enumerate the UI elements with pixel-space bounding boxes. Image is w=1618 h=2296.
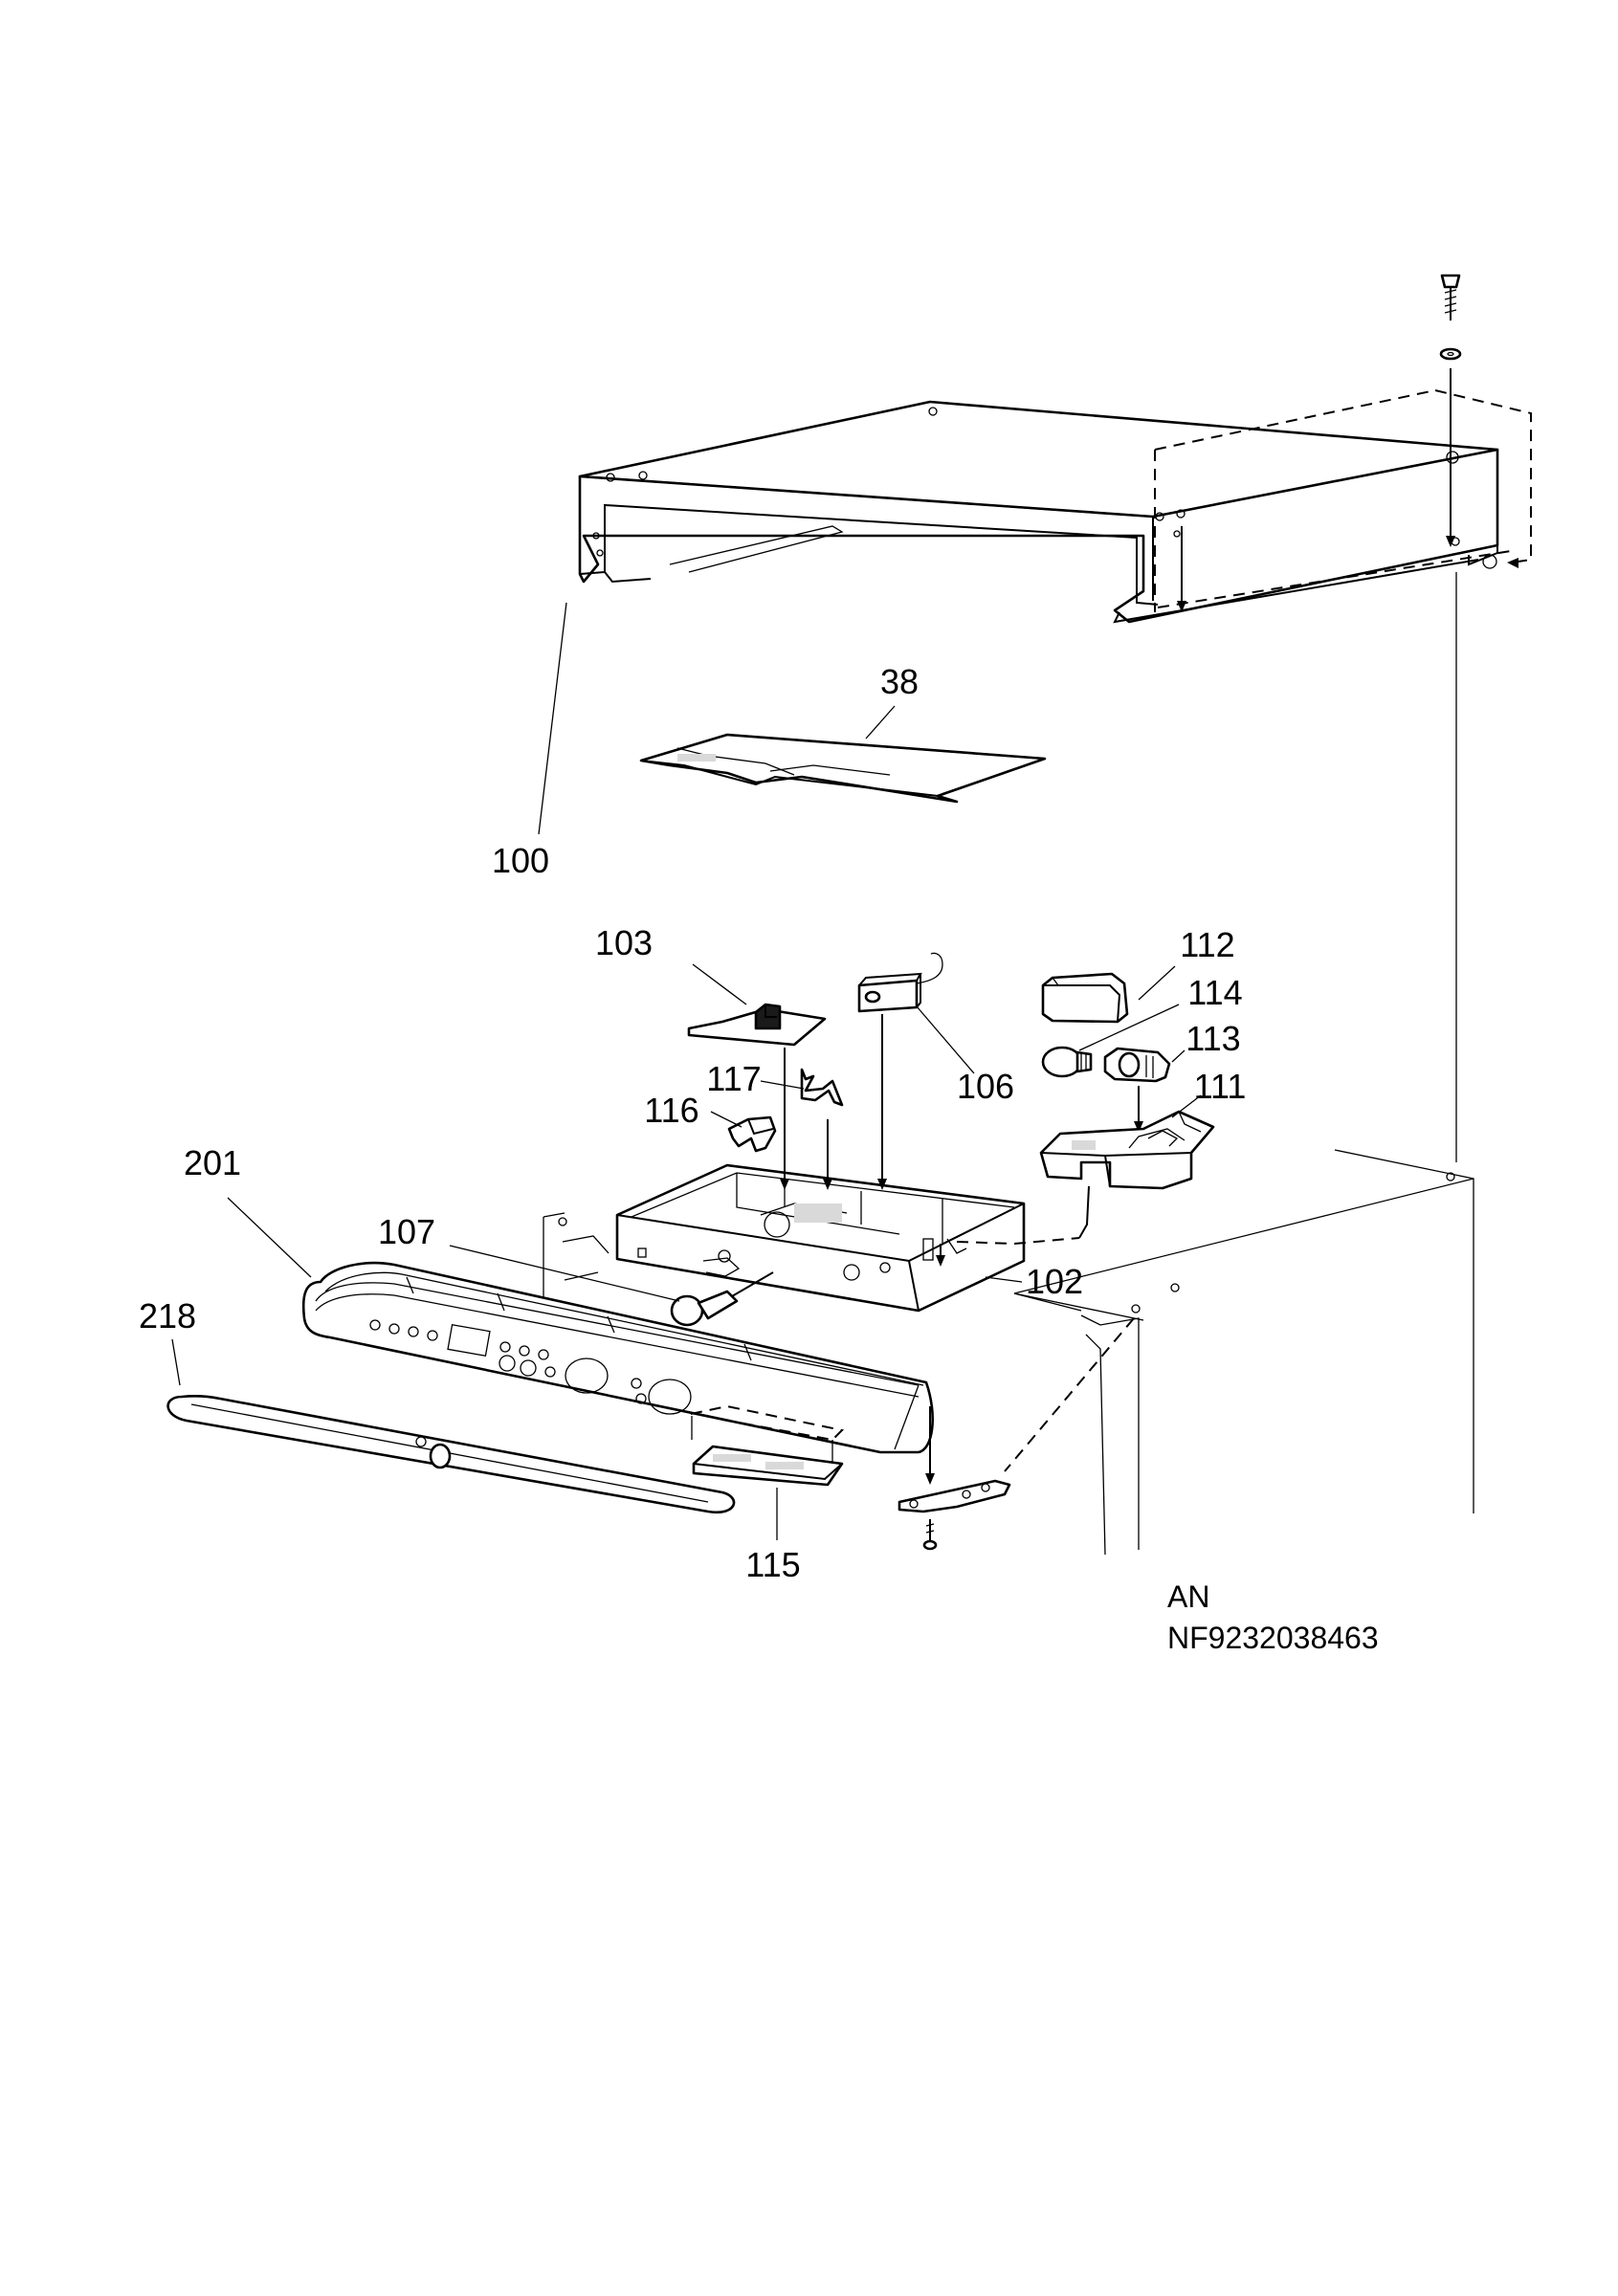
leader-111 [1171, 1094, 1202, 1118]
leader-106 [916, 1005, 975, 1074]
thermostat-knob-part-107[interactable] [670, 1271, 774, 1327]
bracket-part-103[interactable] [687, 1003, 827, 1047]
callout-107: 107 [378, 1212, 435, 1251]
leader-103 [692, 963, 747, 1005]
lamp-holder-to-box-dashed [936, 1185, 1090, 1267]
callout-112: 112 [1180, 925, 1234, 964]
lamp-bulb-part-114[interactable] [1041, 1046, 1093, 1078]
fascia-fixing-dashed [925, 1317, 1135, 1485]
trim-strip-part-218[interactable] [166, 1395, 736, 1514]
leader-113 [1171, 1049, 1186, 1063]
spring-part-117[interactable] [800, 1068, 844, 1107]
cover-plate-part-38[interactable] [639, 733, 1047, 804]
lamp-housing-part-111[interactable] [1039, 1110, 1215, 1190]
callout-106: 106 [957, 1067, 1014, 1106]
leader-100 [538, 602, 567, 835]
control-box-part-102[interactable] [615, 1163, 1026, 1313]
top-cover-part-100[interactable] [578, 400, 1499, 624]
leader-102 [985, 1276, 1023, 1283]
screw-icon[interactable] [1439, 274, 1462, 547]
callout-116: 116 [644, 1091, 698, 1130]
lamp-cover-part-112[interactable] [1041, 972, 1129, 1024]
callout-117: 117 [706, 1059, 761, 1098]
callout-218: 218 [139, 1296, 196, 1336]
cabinet-body-outline [543, 1149, 1474, 1556]
leader-107 [449, 1245, 680, 1302]
callout-115: 115 [745, 1545, 800, 1584]
callout-201: 201 [184, 1143, 241, 1182]
cover-plate-part-115[interactable] [692, 1445, 844, 1487]
clip-part-116[interactable] [727, 1115, 777, 1153]
callout-111: 111 [1194, 1067, 1247, 1106]
lamp-holder-part-113[interactable] [1103, 1047, 1171, 1083]
leader-114 [1078, 1004, 1180, 1051]
leader-218 [171, 1338, 181, 1386]
leader-112 [1138, 965, 1176, 1001]
bottom-screw-icon[interactable] [922, 1519, 938, 1551]
callout-103: 103 [595, 923, 653, 962]
leader-117 [760, 1080, 805, 1090]
leader-201 [227, 1197, 312, 1278]
control-panel-fascia-part-201[interactable] [301, 1261, 934, 1466]
callout-100: 100 [492, 841, 549, 880]
leader-38 [865, 705, 896, 740]
cover-fixing-dashed-outline [1154, 389, 1532, 612]
callout-113: 113 [1186, 1019, 1240, 1058]
leader-116 [710, 1111, 743, 1128]
callout-102: 102 [1026, 1262, 1083, 1301]
callout-114: 114 [1187, 973, 1242, 1012]
switch-part-106[interactable] [857, 952, 943, 1013]
variant-code: AN [1167, 1579, 1209, 1614]
drawing-number: NF9232038463 [1167, 1621, 1379, 1655]
callout-38: 38 [880, 662, 919, 701]
hinge-bracket-icon[interactable] [898, 1479, 1011, 1513]
